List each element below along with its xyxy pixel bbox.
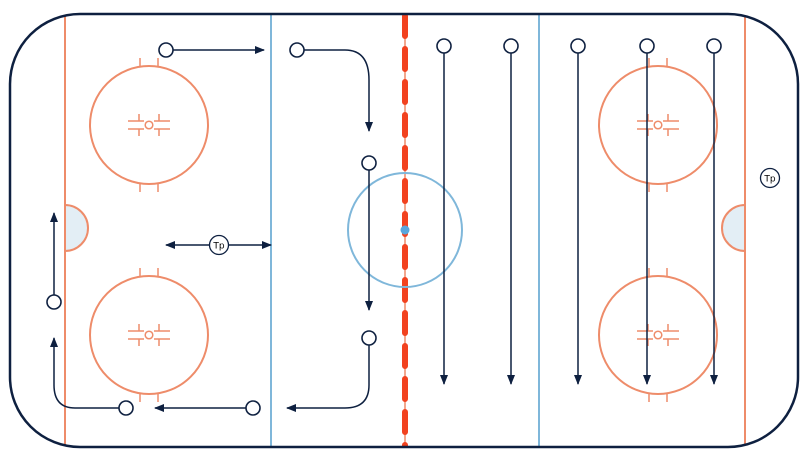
faceoff-dot xyxy=(144,120,154,130)
faceoff-dot xyxy=(653,120,663,130)
players xyxy=(46,38,722,416)
player-circle-icon xyxy=(503,38,519,54)
player-circle-icon xyxy=(158,42,174,58)
tp-label-right: Tp xyxy=(763,175,775,185)
player-circle-icon xyxy=(361,330,377,346)
player-circle-icon xyxy=(361,155,377,171)
player-circle-icon xyxy=(118,400,134,416)
drill-paths xyxy=(50,46,718,412)
player-circle-icon xyxy=(639,38,655,54)
faceoff-circles xyxy=(89,58,718,402)
faceoff-dot xyxy=(653,330,663,340)
faceoff-circle-icon xyxy=(89,275,209,395)
path-neutral-curve xyxy=(304,49,373,132)
tp-label-left: Tp xyxy=(212,242,224,252)
center-faceoff-circle xyxy=(347,172,463,288)
faceoff-dot xyxy=(144,330,154,340)
player-circle-icon xyxy=(245,400,261,416)
player-circle-icon xyxy=(46,294,62,310)
player-circle-icon xyxy=(436,38,452,54)
goal-crease-left xyxy=(64,203,89,253)
rink-surface xyxy=(10,14,798,447)
tp-marker-left: Tp xyxy=(208,234,230,256)
player-circle-icon xyxy=(289,42,305,58)
path-bottom-curve xyxy=(286,345,370,412)
center-dot xyxy=(400,225,410,235)
player-circle-icon xyxy=(570,38,586,54)
faceoff-circle-icon xyxy=(598,275,718,395)
faceoff-circle-icon xyxy=(598,65,718,185)
goal-crease-right xyxy=(721,203,746,253)
tp-marker-right: Tp xyxy=(759,167,781,189)
faceoff-circle-icon xyxy=(89,65,209,185)
player-circle-icon xyxy=(706,38,722,54)
rink-boards xyxy=(8,12,800,449)
path-corner-curve xyxy=(50,337,119,409)
